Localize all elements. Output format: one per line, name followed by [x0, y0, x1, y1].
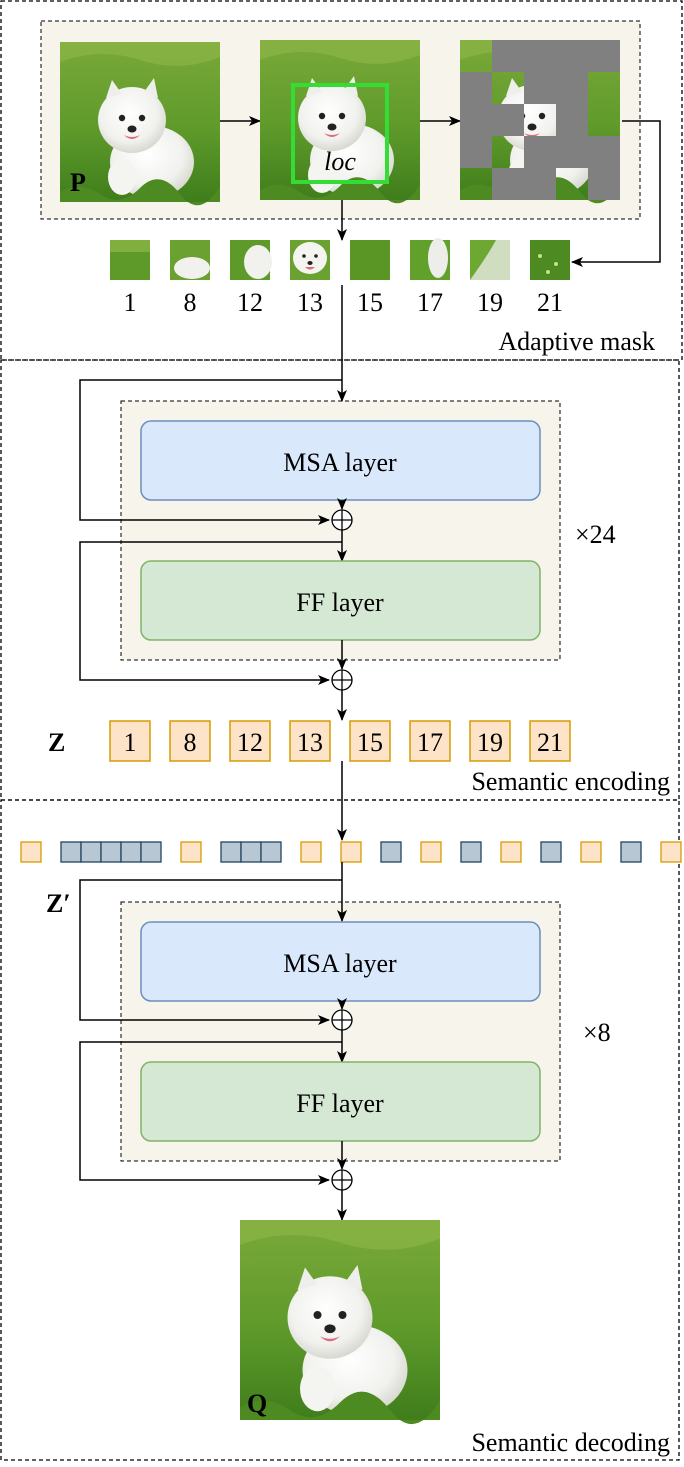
patch-index-12: 12: [237, 288, 263, 317]
encoder-ff-label: FF layer: [296, 588, 384, 617]
mask-token: [260, 841, 282, 863]
patch-index-8: 8: [184, 288, 197, 317]
image-q-label: Q: [247, 1389, 267, 1418]
z-token: [109, 720, 151, 762]
patch-21: [530, 240, 570, 280]
z-token-label: 8: [184, 728, 197, 757]
z-token-label: 19: [477, 728, 503, 757]
visible-token: [420, 841, 442, 863]
patch-index-19: 19: [477, 288, 503, 317]
visible-token: [300, 841, 322, 863]
z-token-label: 21: [537, 728, 563, 757]
semantic-decoding-label: Semantic decoding: [471, 1428, 670, 1457]
mask-token: [380, 841, 402, 863]
visible-token: [340, 841, 362, 863]
z-label: Z: [48, 728, 65, 757]
semantic-decoding-section: [0, 799, 680, 1461]
mask-token: [240, 841, 262, 863]
z-token-label: 13: [297, 728, 323, 757]
arrow-mask-to-patches: [571, 120, 661, 267]
encoder-residual-1: [79, 379, 342, 525]
z-prime-token-row: [20, 841, 682, 863]
patch-index-17: 17: [417, 288, 443, 317]
z-prime-label: Z′: [46, 889, 71, 918]
patch-index-13: 13: [297, 288, 323, 317]
patch-15: [350, 240, 390, 280]
patch-13: [290, 240, 330, 280]
encoder-residual-2: [79, 541, 342, 685]
z-token: [289, 720, 331, 762]
encoder-add-node-1: [331, 509, 353, 531]
adaptive-mask-label: Adaptive mask: [498, 327, 655, 356]
patch-8: [170, 240, 210, 280]
mask-token: [140, 841, 162, 863]
z-token-row: 1 8 12 13 15 17 19 21: [109, 720, 571, 762]
z-token: [349, 720, 391, 762]
localized-image: [260, 40, 420, 204]
patch-index-21: 21: [537, 288, 563, 317]
patch-index-15: 15: [357, 288, 383, 317]
visible-token: [660, 841, 682, 863]
visible-token: [500, 841, 522, 863]
z-token-label: 15: [357, 728, 383, 757]
decoder-repeat-label: ×8: [583, 1018, 611, 1047]
visible-token: [20, 841, 42, 863]
encoder-ff-layer: [140, 560, 541, 641]
visible-patches: [110, 238, 570, 280]
patch-19: [470, 240, 510, 280]
mask-token: [220, 841, 242, 863]
patch-index-labels: 1 8 12 13 15 17 19 21: [124, 288, 564, 317]
mask-token: [60, 841, 82, 863]
z-token: [409, 720, 451, 762]
encoder-repeat-label: ×24: [575, 520, 616, 549]
patch-1: [110, 240, 150, 280]
visible-token: [580, 841, 602, 863]
patch-12: [230, 240, 272, 280]
patch-index-1: 1: [124, 288, 137, 317]
mask-token: [620, 841, 642, 863]
mask-token: [120, 841, 142, 863]
semantic-encoding-label: Semantic encoding: [471, 767, 670, 796]
z-token: [169, 720, 211, 762]
z-token: [529, 720, 571, 762]
loc-bounding-box: [291, 83, 389, 184]
encoder-add-node-2: [331, 669, 353, 691]
decoder-ff-label: FF layer: [296, 1089, 384, 1118]
loc-label: loc: [324, 147, 356, 176]
decoder-ff-layer: [140, 1061, 541, 1142]
z-token-label: 12: [237, 728, 263, 757]
decoder-msa-label: MSA layer: [283, 949, 397, 978]
mask-token: [100, 841, 122, 863]
decoder-residual-2: [79, 1041, 342, 1185]
z-token-label: 17: [417, 728, 443, 757]
output-image-q: [240, 1220, 440, 1425]
mask-token: [80, 841, 102, 863]
image-p-label: P: [70, 168, 86, 197]
z-token-label: 1: [124, 728, 137, 757]
visible-token: [180, 841, 202, 863]
decoder-add-node-2: [331, 1169, 353, 1191]
decoder-residual-1: [79, 879, 342, 1025]
z-token: [229, 720, 271, 762]
z-token: [469, 720, 511, 762]
masked-image: [460, 40, 620, 204]
encoder-msa-label: MSA layer: [283, 448, 397, 477]
patch-17: [410, 238, 450, 280]
decoder-add-node-1: [331, 1009, 353, 1031]
mask-token: [460, 841, 482, 863]
mask-token: [540, 841, 562, 863]
